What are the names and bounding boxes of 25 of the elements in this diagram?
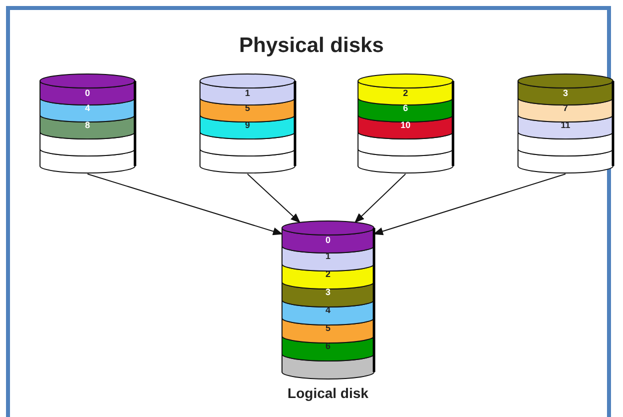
arrow: [373, 174, 566, 236]
stripe-number: 0: [85, 88, 90, 98]
stripe-number: 9: [245, 120, 250, 130]
stripe-number: 5: [326, 323, 330, 333]
stripe-number: 0: [326, 235, 330, 245]
stripe-number: 11: [560, 120, 570, 130]
stripe-number: 6: [326, 341, 330, 351]
stripe-number: 2: [403, 88, 408, 98]
arrow: [87, 174, 283, 236]
stripe-number: 5: [245, 103, 250, 113]
stripe-number: 3: [563, 88, 568, 98]
stripe-number: 1: [245, 88, 250, 98]
diagram-title: Physical disks: [238, 34, 385, 58]
stripe-number: 4: [326, 305, 330, 315]
stripe-number: 6: [403, 103, 408, 113]
stripe-number: 7: [563, 103, 568, 113]
stripe-number: 2: [326, 269, 330, 279]
stripe-number: 4: [85, 103, 90, 113]
stripe-number: 8: [85, 120, 90, 130]
arrow: [354, 174, 406, 224]
stripe-number: 10: [400, 120, 410, 130]
arrow: [247, 174, 301, 224]
stripe-number: 1: [326, 251, 330, 261]
stripe-number: 3: [326, 287, 330, 297]
disk-caption: Logical disk: [288, 385, 368, 401]
